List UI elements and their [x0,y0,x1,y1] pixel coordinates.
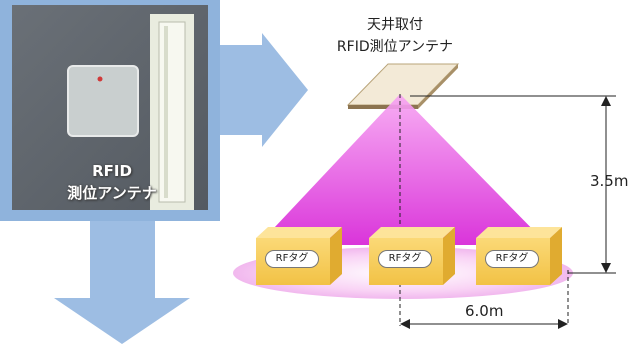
width-dimension-label: 6.0m [465,302,504,320]
rf-tag-label-3: RFタグ [485,250,539,268]
flow-arrow-right [215,33,308,147]
rf-tag-label-2: RFタグ [378,250,432,268]
rf-tag-label-1: RFタグ [265,250,319,268]
photo-label-antenna: 測位アンテナ [67,184,157,202]
photo-antenna-led [97,76,103,82]
photo-label-rfid: RFID [92,162,132,180]
beam-cone [258,94,548,245]
flow-arrow-down [54,215,190,344]
height-dimension-label: 3.5m [590,172,629,190]
ceiling-label-antenna: RFID測位アンテナ [336,39,454,55]
photo-antenna-panel [67,65,139,137]
ceiling-label-mount: 天井取付 [367,17,423,33]
